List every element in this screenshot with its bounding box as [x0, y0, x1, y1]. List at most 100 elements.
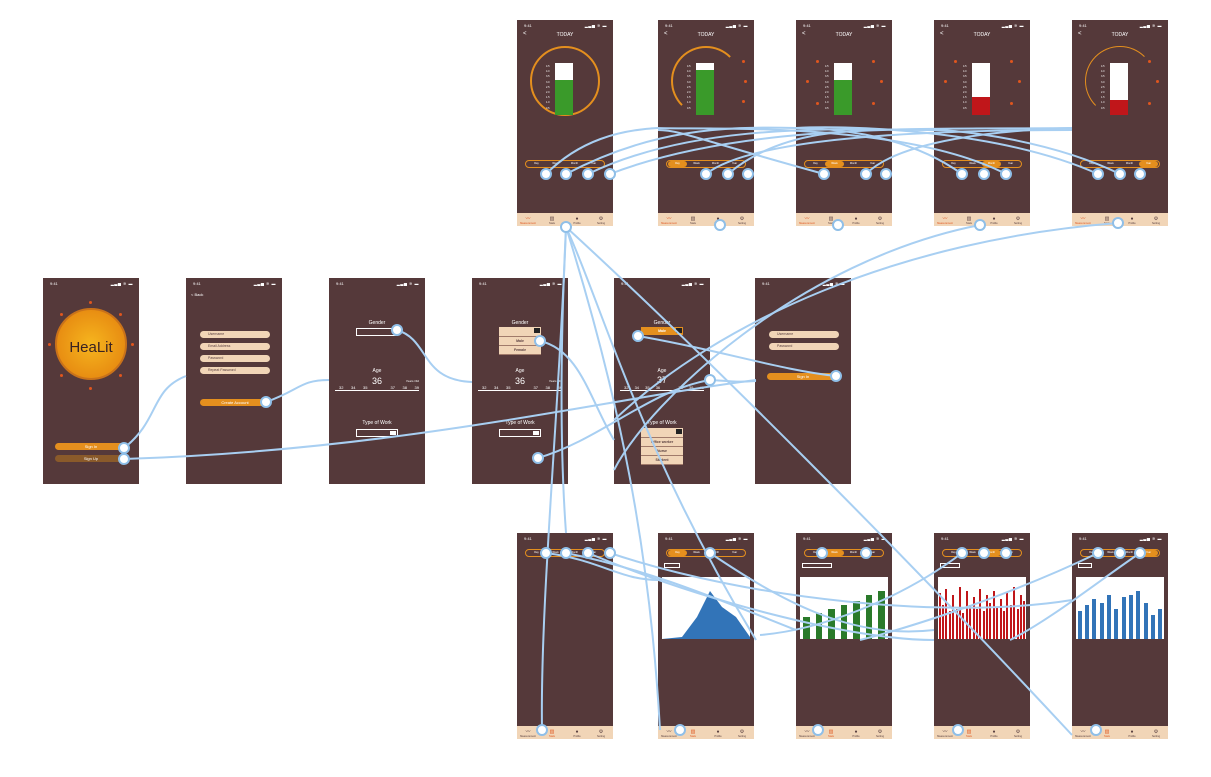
seg-month[interactable]: Month [849, 162, 858, 165]
back-icon[interactable]: < [523, 31, 527, 37]
tab-stats[interactable]: ▥Stats [543, 216, 561, 225]
seg-month[interactable]: Month [570, 162, 579, 165]
tab-measurement[interactable]: 〰Measurement [661, 216, 677, 225]
date-chip[interactable] [940, 563, 960, 568]
sign-in-button[interactable]: Sign In [55, 443, 127, 450]
option-student[interactable]: Student [641, 456, 683, 465]
tab-setting[interactable]: ⚙Setting [592, 729, 610, 738]
seg-month[interactable]: Month [1125, 551, 1134, 554]
seg-year[interactable]: Year [731, 162, 738, 165]
tab-measurement[interactable]: 〰Measurement [520, 729, 536, 738]
age-ruler[interactable] [478, 390, 562, 397]
seg-year[interactable]: Year [731, 551, 738, 554]
tab-setting[interactable]: ⚙Setting [1147, 216, 1165, 225]
gender-dropdown[interactable]: Male Female [499, 327, 541, 355]
tab-profile[interactable]: ●Profile [709, 729, 727, 738]
seg-month[interactable]: Month [711, 551, 720, 554]
password-field[interactable]: Password [200, 355, 270, 362]
seg-week[interactable]: Week [1107, 551, 1114, 554]
tab-measurement[interactable]: 〰Measurement [799, 216, 815, 225]
tab-measurement[interactable]: 〰Measurement [937, 729, 953, 738]
tab-setting[interactable]: ⚙Setting [1009, 729, 1027, 738]
period-segment[interactable]: Day Week Month Year [525, 160, 605, 168]
seg-month[interactable]: Month [982, 161, 1001, 167]
period-segment[interactable]: Day Week Month Year [666, 160, 746, 168]
tab-measurement[interactable]: 〰Measurement [799, 729, 815, 738]
tab-setting[interactable]: ⚙Setting [871, 729, 889, 738]
option-female[interactable]: Female [499, 346, 541, 355]
back-icon[interactable]: < [940, 31, 944, 37]
tab-stats[interactable]: ▥Stats [684, 216, 702, 225]
option-office-worker[interactable]: Office worker [641, 438, 683, 447]
period-segment[interactable]: Day Week Month Year [666, 549, 746, 557]
tab-profile[interactable]: ●Profile [985, 729, 1003, 738]
tab-setting[interactable]: ⚙Setting [871, 216, 889, 225]
tab-stats[interactable]: ▥Stats [684, 729, 702, 738]
seg-day[interactable]: Day [813, 551, 818, 554]
username-field[interactable]: Username [200, 331, 270, 338]
back-icon[interactable]: < [664, 31, 668, 37]
tab-measurement[interactable]: 〰Measurement [661, 729, 677, 738]
seg-year[interactable]: Year [1139, 161, 1158, 167]
seg-day[interactable]: Day [1089, 551, 1094, 554]
back-icon[interactable]: < [802, 31, 806, 37]
seg-week[interactable]: Week [969, 551, 976, 554]
password-field[interactable]: Password [769, 343, 839, 350]
seg-week[interactable]: Week [693, 162, 700, 165]
date-chip[interactable] [664, 563, 680, 568]
tab-stats[interactable]: ▥Stats [822, 216, 840, 225]
seg-week[interactable]: Week [1107, 162, 1114, 165]
seg-month[interactable]: Month [570, 551, 579, 554]
period-segment[interactable]: Day Week Month Year [1080, 549, 1160, 557]
seg-year[interactable]: Year [1007, 551, 1014, 554]
period-segment[interactable]: Day Week Month Year [804, 549, 884, 557]
option-nurse[interactable]: Nurse [641, 447, 683, 456]
tab-profile[interactable]: ●Profile [568, 216, 586, 225]
seg-day[interactable]: Day [951, 162, 956, 165]
seg-year[interactable]: Year [1139, 550, 1158, 556]
date-chip[interactable] [1078, 563, 1092, 568]
tab-stats[interactable]: ▥Stats [543, 729, 561, 738]
tab-measurement[interactable]: 〰Measurement [1075, 216, 1091, 225]
seg-month[interactable]: Month [711, 162, 720, 165]
tab-stats[interactable]: ▥Stats [960, 216, 978, 225]
tab-stats[interactable]: ▥Stats [960, 729, 978, 738]
option-male[interactable]: Male [499, 337, 541, 346]
age-ruler[interactable] [620, 390, 704, 397]
tab-setting[interactable]: ⚙Setting [733, 729, 751, 738]
tab-measurement[interactable]: 〰Measurement [1075, 729, 1091, 738]
work-select[interactable] [499, 429, 541, 437]
tab-measurement[interactable]: 〰Measurement [520, 216, 536, 225]
work-select[interactable] [356, 429, 398, 437]
seg-year[interactable]: Year [1007, 162, 1014, 165]
tab-profile[interactable]: ●Profile [1123, 216, 1141, 225]
gender-select[interactable] [356, 328, 398, 336]
period-segment[interactable]: Day Week Month Year [804, 160, 884, 168]
tab-setting[interactable]: ⚙Setting [1009, 216, 1027, 225]
seg-year[interactable]: Year [869, 162, 876, 165]
create-account-button[interactable]: Create Account [200, 399, 270, 406]
seg-month[interactable]: Month [1125, 162, 1134, 165]
back-button[interactable]: < Back [191, 292, 204, 297]
tab-profile[interactable]: ●Profile [1123, 729, 1141, 738]
seg-week[interactable]: Week [552, 551, 559, 554]
tab-profile[interactable]: ●Profile [709, 216, 727, 225]
seg-day[interactable]: Day [534, 162, 539, 165]
email-field[interactable]: Email Address [200, 343, 270, 350]
tab-setting[interactable]: ⚙Setting [1147, 729, 1165, 738]
repeat-password-field[interactable]: Repeat Password [200, 367, 270, 374]
tab-profile[interactable]: ●Profile [847, 216, 865, 225]
seg-day[interactable]: Day [534, 551, 539, 554]
seg-day[interactable]: Day [668, 161, 687, 167]
seg-year[interactable]: Year [869, 551, 876, 554]
period-segment[interactable]: Day Week Month Year [1080, 160, 1160, 168]
tab-profile[interactable]: ●Profile [568, 729, 586, 738]
age-ruler[interactable] [335, 390, 419, 397]
period-segment[interactable]: Day Week Month Year [525, 549, 605, 557]
seg-week[interactable]: Week [969, 162, 976, 165]
back-icon[interactable]: < [1078, 31, 1082, 37]
seg-week[interactable]: Week [825, 161, 844, 167]
seg-week[interactable]: Week [693, 551, 700, 554]
seg-day[interactable]: Day [813, 162, 818, 165]
tab-setting[interactable]: ⚙Setting [592, 216, 610, 225]
